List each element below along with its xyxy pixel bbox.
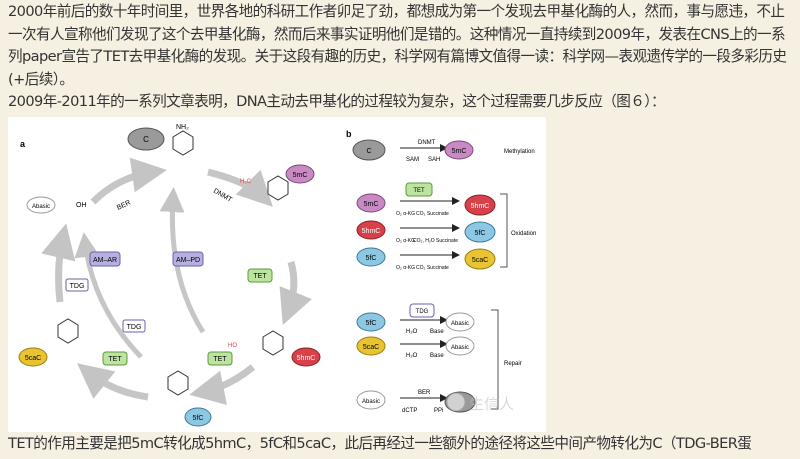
paragraph-intro-figure: 2009年-2011年的一系列文章表明，DNA主动去甲基化的过程较为复杂，这个过… — [8, 93, 666, 110]
svg-text:H₂O: H₂O — [406, 353, 418, 359]
svg-text:5caC: 5caC — [472, 257, 488, 264]
svg-text:5hmC: 5hmC — [362, 228, 381, 235]
watermark: 生信人 — [446, 392, 514, 413]
svg-text:5fC: 5fC — [366, 320, 377, 327]
svg-text:5fC: 5fC — [475, 230, 486, 237]
svg-text:H₂O: H₂O — [406, 329, 418, 335]
panel-b: b C DNMT SAM SAH 5mC Methylation TET 5mC… — [346, 129, 536, 414]
svg-text:O₂ α-KG: O₂ α-KG — [396, 238, 415, 244]
svg-text:Oxidation: Oxidation — [511, 231, 536, 237]
svg-text:dCTP: dCTP — [402, 408, 417, 414]
svg-text:Methylation: Methylation — [504, 149, 535, 155]
svg-text:5caC: 5caC — [363, 344, 379, 351]
svg-text:C: C — [366, 148, 371, 155]
svg-text:TET: TET — [108, 356, 122, 363]
svg-text:5fC: 5fC — [193, 415, 204, 422]
svg-text:AM–AR: AM–AR — [93, 257, 117, 264]
svg-text:5hmC: 5hmC — [471, 203, 490, 210]
svg-text:C: C — [143, 135, 149, 144]
molecule-5hmc: 5hmC HO — [228, 330, 321, 367]
molecule-c: C NH₂ — [127, 124, 194, 156]
svg-text:Abasic: Abasic — [451, 345, 469, 351]
svg-text:PPi: PPi — [434, 408, 443, 414]
svg-text:AM–PD: AM–PD — [176, 257, 200, 264]
svg-text:OH: OH — [76, 202, 87, 209]
svg-text:b: b — [346, 129, 352, 139]
svg-text:H₃C: H₃C — [240, 179, 252, 185]
svg-text:5caC: 5caC — [25, 355, 41, 362]
svg-text:Abasic: Abasic — [362, 399, 380, 405]
svg-text:BER: BER — [418, 390, 431, 396]
cycle-arrows — [41, 157, 313, 406]
svg-text:TDG: TDG — [70, 283, 85, 290]
svg-text:SAH: SAH — [428, 157, 440, 163]
svg-text:TET: TET — [213, 356, 227, 363]
molecule-5fc: 5fC — [167, 370, 212, 427]
svg-text:O₂ α-KG: O₂ α-KG — [396, 265, 415, 271]
svg-text:CO₂ Succinate: CO₂ Succinate — [416, 211, 449, 217]
svg-text:生信人: 生信人 — [469, 396, 514, 413]
svg-text:5hmC: 5hmC — [297, 355, 316, 362]
svg-text:Abasic: Abasic — [32, 204, 50, 210]
paragraph-tet-function: TET的作用主要是把5mC转化成5hmC，5fC和5caC，此后再经过一些额外的… — [8, 435, 752, 452]
molecule-5cac: 5caC — [18, 318, 79, 367]
paragraph-history: 2000年前后的数十年时间里，世界各地的科研工作者卯足了劲，都想成为第一个发现去… — [8, 3, 787, 88]
svg-text:DNMT: DNMT — [418, 140, 436, 146]
svg-text:5fC: 5fC — [366, 255, 377, 262]
svg-text:Base: Base — [430, 353, 444, 359]
svg-text:TDG: TDG — [416, 309, 429, 315]
molecule-abasic: Abasic OH — [26, 196, 87, 214]
figure-svg: a C NH₂ 5mC H₃C 5hmC HO 5fC 5caC — [18, 124, 536, 427]
svg-text:HO: HO — [228, 343, 237, 349]
svg-text:5mC: 5mC — [452, 148, 467, 155]
svg-text:5mC: 5mC — [364, 201, 379, 208]
svg-text:TET: TET — [253, 273, 267, 280]
figure-6-demethylation: a C NH₂ 5mC H₃C 5hmC HO 5fC 5caC — [8, 117, 546, 432]
svg-text:Repair: Repair — [504, 361, 522, 367]
svg-text:Abasic: Abasic — [451, 321, 469, 327]
svg-text:TDG: TDG — [127, 324, 142, 331]
molecule-5mc: 5mC H₃C — [240, 164, 315, 201]
svg-text:CO₂ Succinate: CO₂ Succinate — [416, 265, 449, 271]
svg-text:BER: BER — [116, 199, 132, 211]
svg-text:TET: TET — [413, 188, 425, 194]
panel-a-label: a — [20, 139, 26, 149]
svg-text:SAM: SAM — [406, 157, 419, 163]
svg-text:Base: Base — [430, 329, 444, 335]
svg-text:CO₂, H₂O Succinate: CO₂, H₂O Succinate — [413, 238, 458, 244]
svg-text:5mC: 5mC — [293, 172, 308, 179]
svg-text:O₂ α-KG: O₂ α-KG — [396, 211, 415, 217]
svg-text:NH₂: NH₂ — [176, 124, 189, 131]
enzyme-labels-a: BER DNMT TET TET TET TDG TDG AM–AR AM–PD — [65, 188, 273, 366]
svg-text:DNMT: DNMT — [212, 188, 234, 205]
